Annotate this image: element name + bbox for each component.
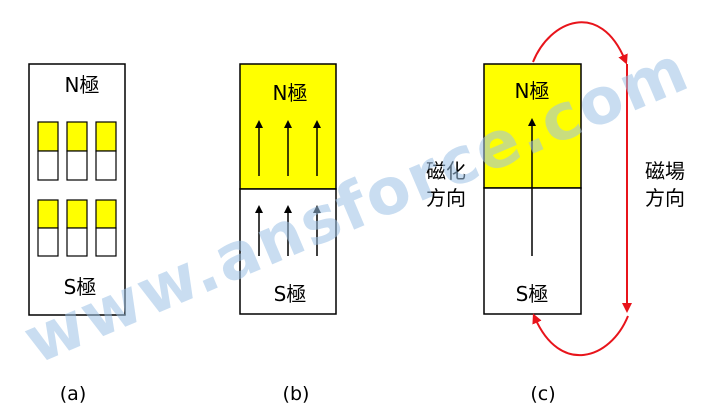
panel-b-caption: (b) [283,383,310,405]
panel-a: N極 S極 [28,63,126,405]
domain-cell [37,199,59,257]
magnetization-direction-label-1: 磁化 [426,159,466,183]
field-line-top-arc [532,21,628,65]
magnetization-arrows-upper [255,120,321,176]
panel-a-south-label: S極 [64,275,97,299]
domain-cell [66,121,88,181]
panel-a-magnet-body [28,63,126,316]
panel-c-north-label: N極 [515,79,550,103]
panel-c: N極 S極 磁場 方向 (c) [483,21,685,405]
domain-cell [95,121,117,181]
panel-c-caption: (c) [530,383,555,405]
domain-cell [37,121,59,181]
panel-b: N極 S極 磁化 方向 (b) [239,63,466,405]
domain-row-top [37,121,117,181]
magnetization-arrows-lower [255,205,321,256]
domain-cell [66,199,88,257]
panel-b-south-label: S極 [274,282,307,306]
field-direction-label-2: 方向 [645,186,685,210]
panel-c-south-label: S極 [516,282,549,306]
domain-cell [95,199,117,257]
magnetization-direction-label-2: 方向 [426,186,466,210]
panel-a-north-label: N極 [65,73,100,97]
domain-row-bottom [37,199,117,257]
panel-a-caption: (a) [60,383,86,405]
field-direction-label-1: 磁場 [645,159,685,183]
panel-b-north-label: N極 [273,81,308,105]
field-line-bottom-arc [532,313,629,357]
